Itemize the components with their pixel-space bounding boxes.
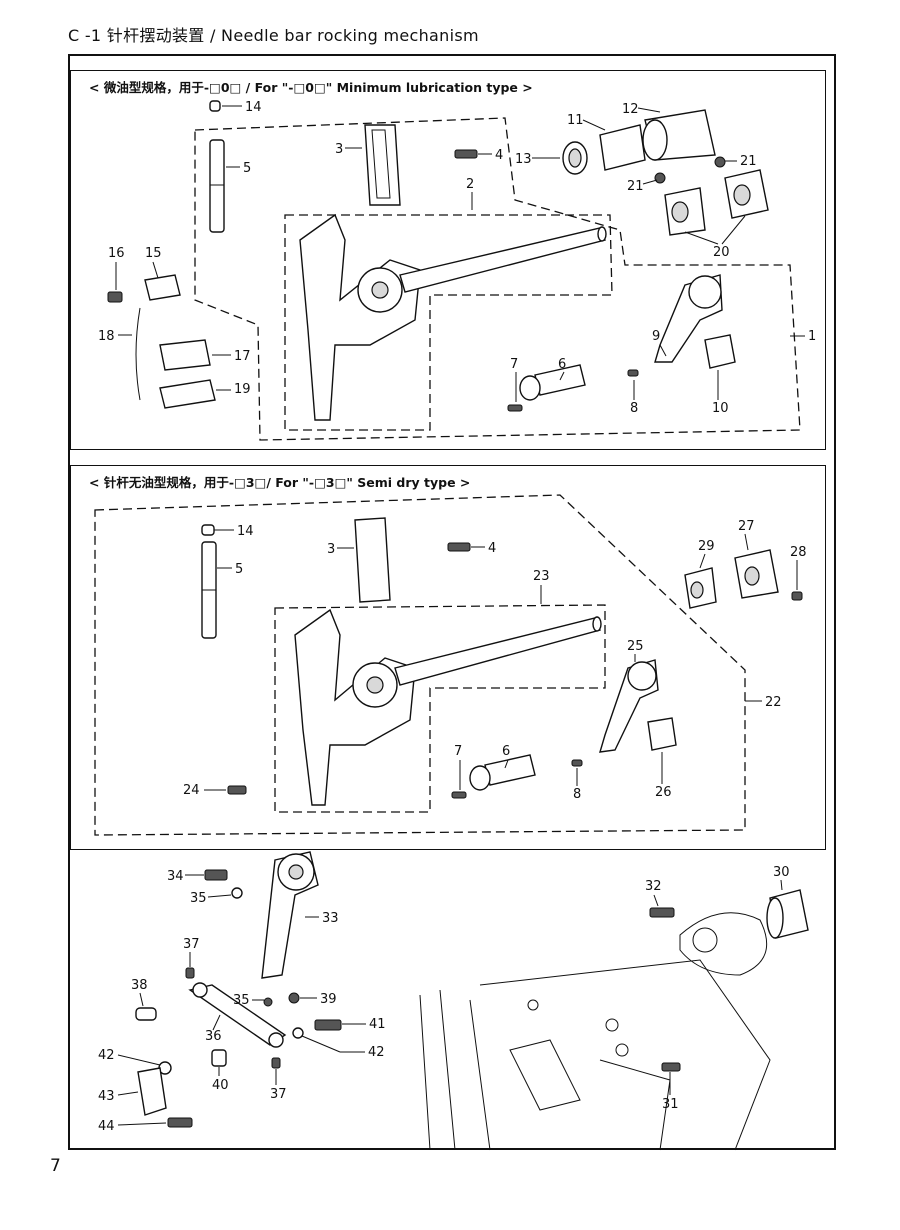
part-label: 7 — [510, 357, 518, 372]
part-label: 24 — [183, 783, 200, 798]
part-label: 39 — [320, 992, 337, 1007]
part-label: 7 — [454, 744, 462, 759]
part-label: 35 — [190, 891, 207, 906]
part-label: 21 — [740, 154, 757, 169]
part-label: 2 — [466, 177, 474, 192]
part-label: 14 — [237, 524, 254, 539]
part-label: 1 — [808, 329, 816, 344]
part-label: 22 — [765, 695, 782, 710]
part-label: 41 — [369, 1017, 386, 1032]
part-label: 3 — [327, 542, 335, 557]
part-label: 33 — [322, 911, 339, 926]
part-label: 4 — [488, 541, 496, 556]
part-label: 19 — [234, 382, 251, 397]
part-label: 26 — [655, 785, 672, 800]
part-label: 34 — [167, 869, 184, 884]
page-number: 7 — [50, 1156, 61, 1176]
part-label: 44 — [98, 1119, 115, 1134]
part-label: 28 — [790, 545, 807, 560]
part-label: 37 — [183, 937, 200, 952]
part-label: 8 — [630, 401, 638, 416]
part-label: 4 — [495, 148, 503, 163]
part-label: 14 — [245, 100, 262, 115]
diagram-frame — [68, 54, 836, 1150]
part-label: 3 — [335, 142, 343, 157]
part-label: 18 — [98, 329, 115, 344]
part-label: 9 — [652, 329, 660, 344]
part-label: 40 — [212, 1078, 229, 1093]
part-label: 42 — [368, 1045, 385, 1060]
bottom-assembly — [135, 851, 809, 1151]
part-label: 21 — [627, 179, 644, 194]
part-label: 6 — [558, 357, 566, 372]
part-label: 35 — [233, 993, 250, 1008]
top-assembly — [107, 100, 801, 441]
part-label: 6 — [502, 744, 510, 759]
part-label: 42 — [98, 1048, 115, 1063]
part-label: 20 — [713, 245, 730, 260]
part-label: 5 — [235, 562, 243, 577]
part-label: 38 — [131, 978, 148, 993]
part-label: 11 — [567, 113, 584, 128]
part-label: 25 — [627, 639, 644, 654]
part-label: 29 — [698, 539, 715, 554]
part-label: 43 — [98, 1089, 115, 1104]
page-title: C -1 针杆摆动装置 / Needle bar rocking mechani… — [68, 26, 479, 45]
part-label: 23 — [533, 569, 550, 584]
panel-minimum-lubrication: < 微油型规格，用于-□0□ / For "-□0□" Minimum lubr… — [70, 70, 826, 450]
part-label: 36 — [205, 1029, 222, 1044]
part-label: 10 — [712, 401, 729, 416]
part-label: 32 — [645, 879, 662, 894]
part-label: 13 — [515, 152, 532, 167]
part-label: 15 — [145, 246, 162, 261]
part-label: 17 — [234, 349, 251, 364]
part-label: 27 — [738, 519, 755, 534]
middle-assembly — [94, 494, 803, 836]
part-label: 8 — [573, 787, 581, 802]
part-label: 31 — [662, 1097, 679, 1112]
part-label: 30 — [773, 865, 790, 880]
panel-semi-dry: < 针杆无油型规格，用于-□3□/ For "-□3□" Semi dry ty… — [70, 465, 826, 850]
part-label: 16 — [108, 246, 125, 261]
panel-heading-semi-dry: < 针杆无油型规格，用于-□3□/ For "-□3□" Semi dry ty… — [89, 475, 471, 490]
part-label: 37 — [270, 1087, 287, 1102]
part-label: 12 — [622, 102, 639, 117]
panel-heading-minimum-lubrication: < 微油型规格，用于-□0□ / For "-□0□" Minimum lubr… — [89, 80, 533, 95]
part-label: 5 — [243, 161, 251, 176]
